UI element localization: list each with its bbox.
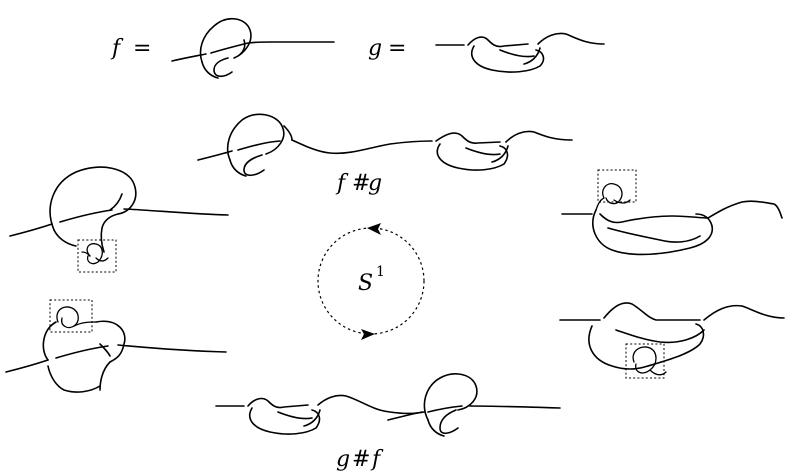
left-lower-dotted-box [49,299,93,333]
f-knot-drawing [171,18,335,79]
f-symbol: f [110,36,124,61]
f-hash-g-first: f [335,171,349,196]
g-hash-f-label: g # f [336,447,384,472]
f-equals-sign: = [133,36,151,61]
g-hash-f-knot [215,373,561,437]
g-hash-f-hash: # [352,447,370,472]
g-hash-f-first: g [336,447,350,472]
circle-symbol-s: S [358,271,373,296]
f-hash-g-knot [197,113,573,177]
left-upper-dotted-box [77,239,117,273]
g-equals-sign: = [388,36,406,61]
arrowhead-bottom-right-icon [361,329,375,340]
right-upper-knot [561,169,783,256]
circle-exponent: 1 [376,264,385,280]
right-lower-dotted-box [625,343,665,379]
left-upper-knot [9,166,229,273]
circle-s1: S 1 [317,223,425,340]
g-definition: g = [368,32,605,73]
right-upper-dotted-box [597,169,637,203]
g-symbol: g [368,36,382,61]
f-hash-g-second: g [368,171,382,196]
f-hash-g-label: f # g [335,171,382,196]
f-hash-g-hash: # [352,171,370,196]
g-knot-drawing [435,32,605,73]
f-definition: f = [110,18,335,79]
g-hash-f-second: f [370,447,384,472]
right-lower-knot [559,302,785,379]
left-lower-knot [5,299,227,393]
arrowhead-top-left-icon [367,223,381,235]
